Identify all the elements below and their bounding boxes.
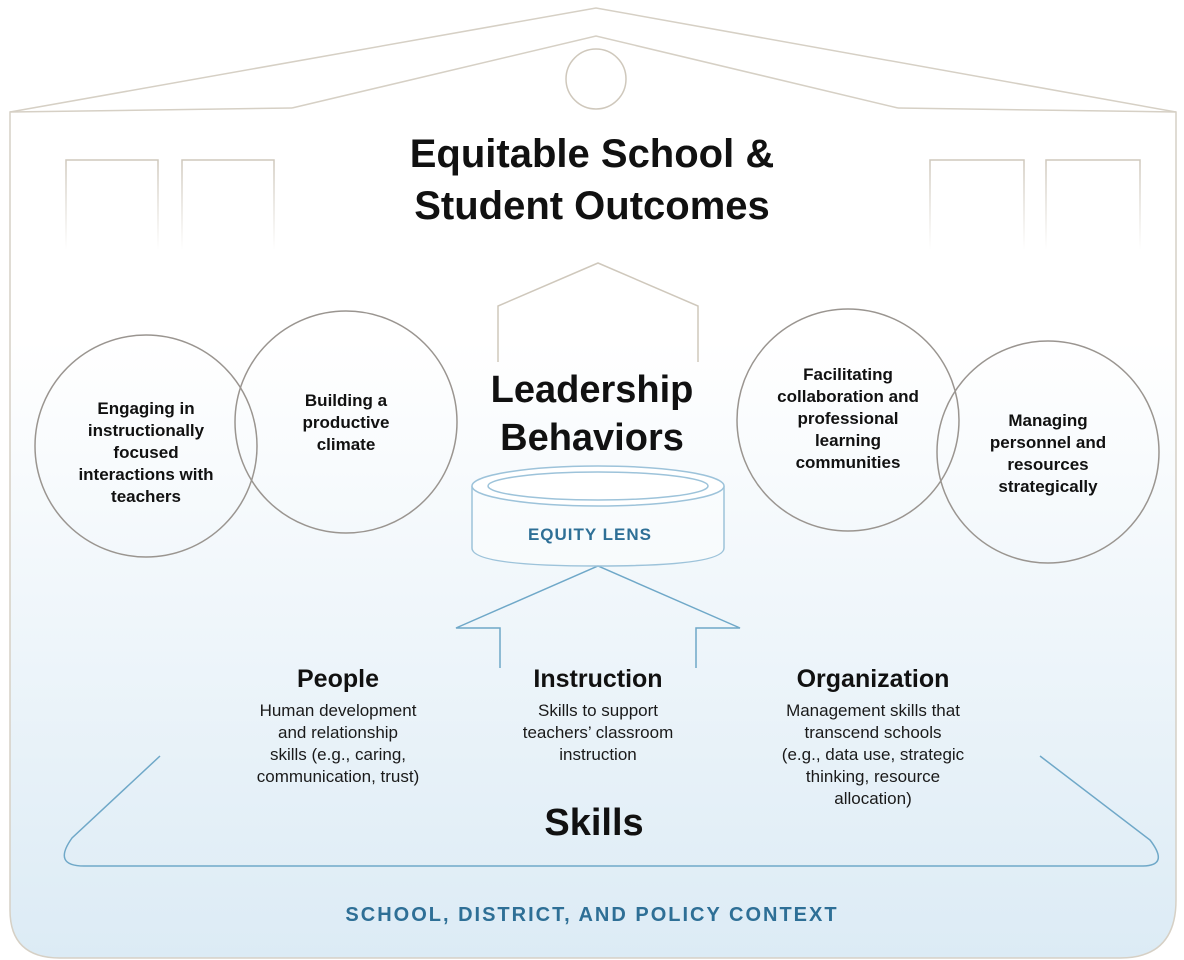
skill-heading: Organization: [796, 665, 950, 693]
behavior-circle-3: [736, 308, 960, 532]
skill-desc-line: transcend schools: [804, 723, 942, 742]
skill-desc-line: (e.g., data use, strategic: [781, 745, 965, 764]
behavior-3-line: collaboration and: [777, 387, 919, 406]
skill-description: Skills to support teachers’ classroom in…: [478, 700, 718, 766]
leadership-line2: Behaviors: [500, 417, 684, 459]
skill-desc-line: skills (e.g., caring,: [269, 745, 407, 764]
skill-desc-line: allocation): [834, 789, 912, 808]
skill-desc-line: Skills to support: [538, 701, 658, 720]
skill-desc-line: communication, trust): [256, 767, 420, 786]
skill-desc-line: instruction: [559, 745, 637, 764]
round-window: [565, 48, 627, 110]
skill-heading: Instruction: [533, 665, 663, 693]
behavior-3-line: communities: [795, 453, 901, 472]
behavior-2-line: productive: [302, 413, 390, 432]
equity-lens-cylinder: [471, 465, 725, 567]
skills-base: [63, 755, 1159, 867]
behavior-1-line: teachers: [111, 487, 181, 506]
skill-instruction: Instruction Skills to support teachers’ …: [478, 664, 718, 766]
behavior-circle-4: [936, 340, 1160, 564]
behavior-4-line: resources: [1007, 455, 1089, 474]
leadership-behaviors-title: Leadership Behaviors: [440, 366, 744, 462]
context-label: SCHOOL, DISTRICT, AND POLICY CONTEXT: [345, 904, 839, 926]
leadership-line1: Leadership: [490, 369, 694, 411]
skill-description: Human development and relationship skill…: [218, 700, 458, 788]
behavior-4-line: Managing: [1008, 411, 1088, 430]
skill-desc-line: thinking, resource: [805, 767, 941, 786]
skill-desc-line: and relationship: [277, 723, 399, 742]
skill-desc-line: Human development: [259, 701, 417, 720]
roof-eave-right: [897, 107, 1177, 113]
window-right-1: [929, 159, 1025, 250]
outcomes-title: Equitable School & Student Outcomes: [300, 128, 884, 232]
skill-heading: People: [297, 665, 379, 693]
behavior-circle-1: [34, 334, 258, 558]
behavior-4-line: personnel and: [989, 433, 1107, 452]
behavior-label-2: Building a productive climate: [256, 390, 436, 456]
window-left-1: [65, 159, 159, 250]
behavior-2-line: climate: [316, 435, 376, 454]
roof-eave-left: [9, 107, 293, 113]
window-left-2: [181, 159, 275, 250]
behavior-circle-2: [234, 310, 458, 534]
behavior-1-line: focused: [113, 443, 179, 462]
behavior-3-line: learning: [814, 431, 882, 450]
behavior-4-line: strategically: [998, 477, 1098, 496]
skill-people: People Human development and relationshi…: [218, 664, 458, 788]
behavior-1-line: instructionally: [87, 421, 205, 440]
behavior-2-line: Building a: [304, 391, 388, 410]
behavior-1-line: interactions with: [78, 465, 214, 484]
behavior-3-line: Facilitating: [803, 365, 893, 384]
equity-lens-label: EQUITY LENS: [527, 525, 653, 544]
skill-organization: Organization Management skills that tran…: [738, 664, 1008, 810]
behavior-label-4: Managing personnel and resources strateg…: [958, 410, 1138, 498]
behavior-label-1: Engaging in instructionally focused inte…: [46, 398, 246, 508]
skill-desc-line: Management skills that: [786, 701, 960, 720]
behavior-3-line: professional: [797, 409, 899, 428]
behavior-label-3: Facilitating collaboration and professio…: [748, 364, 948, 474]
window-right-2: [1045, 159, 1141, 250]
upper-arrow: [497, 262, 699, 362]
skill-desc-line: teachers’ classroom: [522, 723, 674, 742]
roof-inner-line: [291, 35, 899, 109]
skills-label: Skills: [544, 802, 644, 844]
behavior-1-line: Engaging in: [97, 399, 195, 418]
outcomes-title-line2: Student Outcomes: [414, 184, 770, 228]
outcomes-title-line1: Equitable School &: [409, 132, 775, 176]
skill-description: Management skills that transcend schools…: [738, 700, 1008, 810]
